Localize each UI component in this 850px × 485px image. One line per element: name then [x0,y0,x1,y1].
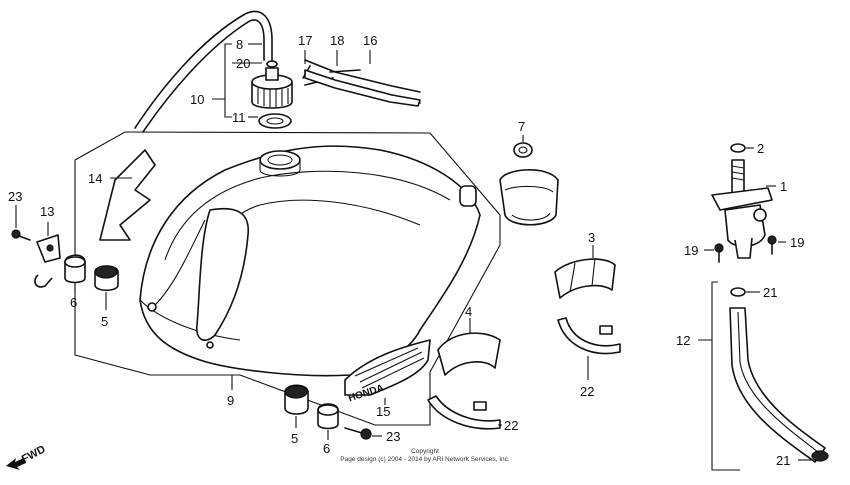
callout-21-top: 21 [763,285,777,300]
breather-tube [134,10,273,129]
bolt-part-23-bottom [344,427,372,440]
cap-gasket-part-11 [258,113,292,129]
cushion-part-5-left [94,265,119,292]
callout-1: 1 [780,179,787,194]
callout-5-left: 5 [101,314,108,329]
callout-21-bottom: 21 [776,453,790,468]
callout-14: 14 [88,171,102,186]
tank-stripes [302,59,421,107]
callout-23-bottom: 23 [386,429,400,444]
fuel-line [729,307,826,463]
bracket-part-13 [34,234,61,288]
callout-2: 2 [757,141,764,156]
callout-19-right: 19 [790,235,804,250]
callout-4: 4 [465,304,472,319]
cushion-part-6-left [64,254,86,284]
callout-18: 18 [330,33,344,48]
fuel-tank [139,145,481,377]
band-part-22-right [557,317,621,355]
callout-3: 3 [588,230,595,245]
fwd-label: FWD [20,443,48,465]
callout-15: 15 [376,404,390,419]
callout-17: 17 [298,33,312,48]
copyright-line-2: Page design (c) 2004 - 2014 by ARI Netwo… [340,456,510,463]
band-part-22-bottom [427,395,501,430]
band-clip [499,169,559,226]
callout-16: 16 [363,33,377,48]
callout-13: 13 [40,204,54,219]
callout-22-right: 22 [580,384,594,399]
forward-direction-indicator: FWD [6,443,48,470]
callout-12: 12 [676,333,690,348]
callout-22-bottom: 22 [504,418,518,433]
cushion-part-5-bottom [284,384,309,415]
callout-9: 9 [227,393,234,408]
cap-seal-part-20 [266,60,278,68]
callout-6-bottom: 6 [323,441,330,456]
rubber-part-4 [437,332,501,376]
bolt-part-23 [11,229,31,241]
callout-5-bottom: 5 [291,431,298,446]
callout-19-left: 19 [684,243,698,258]
side-decal [99,149,156,241]
bracket-10 [212,43,232,118]
fuel-cock-part-1 [711,159,773,259]
callout-10: 10 [190,92,204,107]
screw-part-19-right [767,235,777,255]
callout-7: 7 [518,119,525,134]
screw-part-19-left [714,243,724,263]
callout-11: 11 [232,110,246,125]
copyright-line-1: Copyright [411,448,439,455]
callout-23-left: 23 [8,189,22,204]
ring-part-7 [513,142,533,158]
callout-6-left: 6 [70,295,77,310]
copyright-notice: Copyright Page design (c) 2004 - 2014 by… [300,448,550,464]
bracket-12 [698,281,740,471]
rubber-part-3 [554,257,616,299]
clip-part-21-top [730,287,746,297]
breather-tube-inner [142,19,265,133]
filler-cap [251,67,293,109]
callout-8: 8 [236,37,243,52]
o-ring-part-2 [730,143,746,153]
clip-part-21-bottom [811,450,829,462]
arrow-icon [6,458,26,470]
cushion-part-6-bottom [317,403,339,430]
callout-20: 20 [236,56,250,71]
